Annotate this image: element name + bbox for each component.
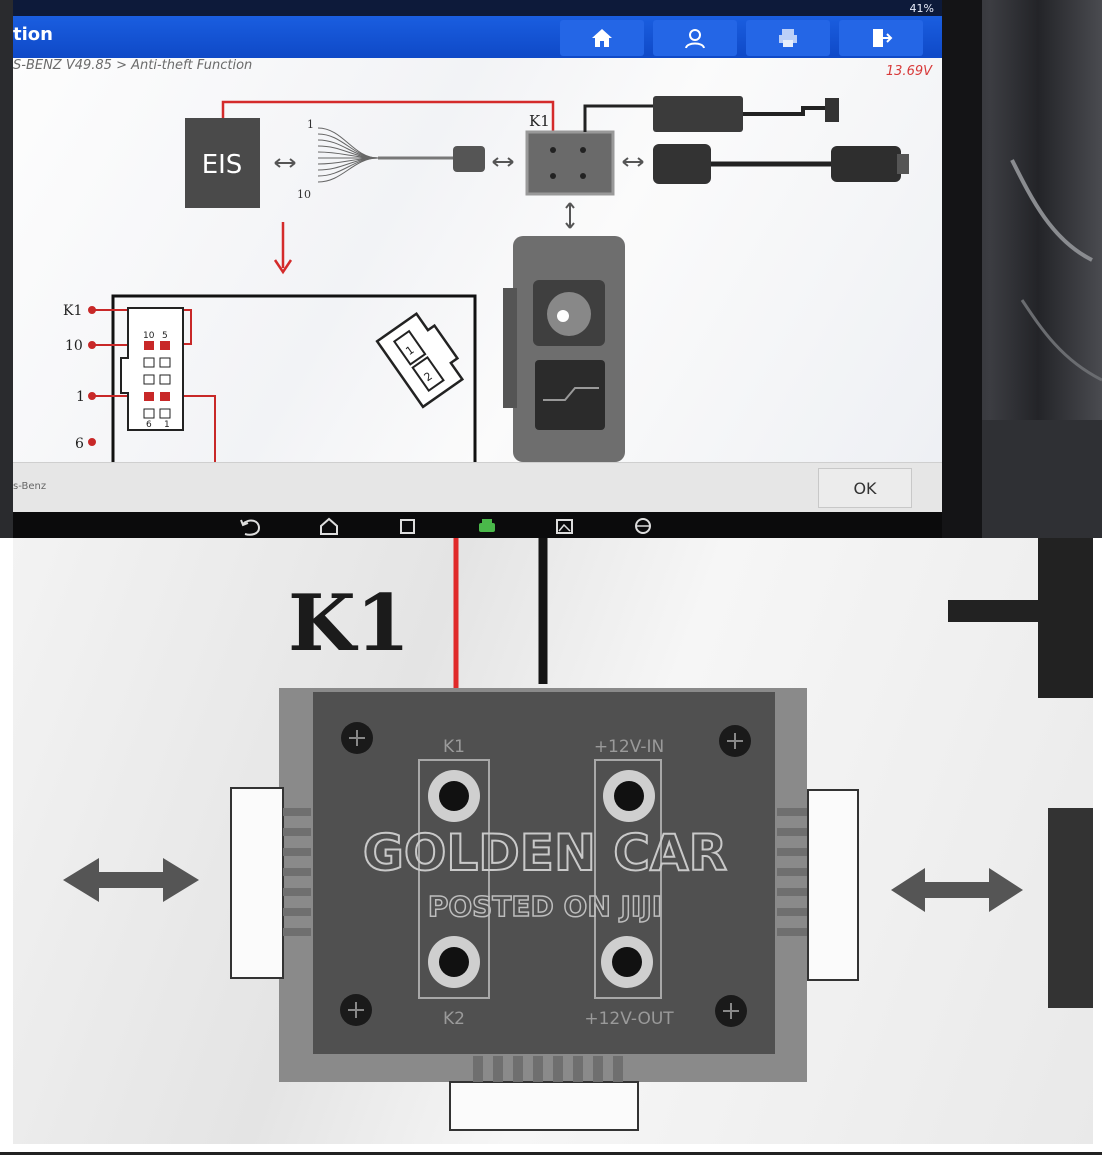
port-label-12v-out: +12V-OUT (584, 1009, 674, 1029)
left-double-arrow-icon (63, 858, 199, 902)
user-button[interactable] (653, 20, 737, 56)
cable-pin-1-label: 1 (307, 118, 314, 131)
ok-button[interactable]: OK (818, 468, 912, 508)
pin-label-10: 10 (65, 338, 83, 354)
double-arrow-icon (274, 158, 296, 168)
car-icon[interactable] (479, 519, 495, 532)
dialog-footer: s-Benz OK (13, 462, 942, 513)
red-down-arrow-icon (273, 259, 293, 275)
cable-fan (317, 127, 379, 183)
page-title: tion (13, 24, 53, 45)
android-nav-bar (13, 512, 942, 538)
eis-label: EIS (202, 150, 243, 180)
watermark-title: GOLDEN CAR (363, 824, 727, 882)
left-rail (230, 787, 284, 979)
double-arrow-icon (622, 157, 644, 167)
zoomed-k1-photo: K1 K1 +12V-IN K2 +12 (13, 538, 1093, 1144)
power-port-column (594, 759, 662, 999)
eis-module (185, 118, 260, 208)
back-icon[interactable] (240, 519, 261, 536)
home-button[interactable] (560, 20, 644, 56)
app-header: tion (13, 16, 942, 58)
plug-outline: 1 2 (375, 312, 465, 409)
pin-label-k1: K1 (63, 303, 82, 319)
pin-label-6: 6 (75, 436, 84, 452)
vertical-arrow-icon (565, 202, 575, 229)
right-rail (807, 789, 859, 981)
battery-level: 41% (909, 2, 934, 15)
diagram-panel: S-BENZ V49.85 > Anti-theft Function 13.6… (13, 58, 942, 462)
inner-pin-5: 5 (162, 331, 168, 341)
db9-connector (653, 144, 711, 184)
tablet-bezel-left (0, 0, 13, 538)
port-label-12v-in: +12V-IN (594, 737, 664, 757)
user-icon (685, 29, 705, 49)
printer-icon (779, 29, 797, 47)
cable-pin-10-label: 10 (297, 188, 311, 201)
k-port-column (418, 759, 490, 999)
k1-label: K1 (529, 112, 550, 130)
power-plug-icon (825, 98, 839, 122)
tablet-screen: 41% tion S-BENZ V49.85 > Anti-theft Func… (13, 0, 942, 538)
wiring-diagram: EIS 1 10 K1 (63, 96, 909, 462)
adapter-board (313, 692, 775, 1054)
bottom-rail (449, 1081, 639, 1131)
watermark-subtitle: POSTED ON JIJI (428, 890, 662, 923)
tablet-photo: 41% tion S-BENZ V49.85 > Anti-theft Func… (0, 0, 1102, 538)
breadcrumb: S-BENZ V49.85 > Anti-theft Function (13, 58, 253, 73)
db-connector (453, 146, 485, 172)
print-button[interactable] (746, 20, 830, 56)
banana-jack-icon (428, 770, 655, 988)
divider (0, 1152, 1102, 1155)
double-arrow-icon (492, 157, 514, 167)
port-label-k2: K2 (443, 1009, 465, 1029)
exit-icon (873, 29, 893, 47)
connector-detail-frame (111, 294, 477, 462)
status-bar: 41% (13, 0, 942, 16)
eis-connector (120, 307, 184, 431)
recent-apps-icon[interactable] (400, 519, 415, 534)
power-supply (653, 96, 743, 132)
battery-voltage: 13.69V (885, 64, 932, 79)
k1-adapter-board (525, 130, 615, 196)
home-icon (592, 29, 612, 47)
screw-icon (340, 722, 751, 1027)
car-interior-background (942, 0, 1102, 538)
home-icon[interactable] (320, 517, 338, 535)
pin-label-1: 1 (76, 389, 85, 405)
footer-brand: s-Benz (13, 481, 47, 492)
right-double-arrow-icon (891, 868, 1023, 912)
port-label-k1: K1 (443, 737, 465, 757)
screenshot-icon[interactable] (556, 519, 573, 534)
inner-pin-1: 1 (164, 420, 170, 430)
k1-title: K1 (288, 578, 410, 669)
inner-pin-6: 6 (146, 420, 152, 430)
red-wire (221, 100, 555, 136)
exit-button[interactable] (839, 20, 923, 56)
inner-pin-10: 10 (143, 331, 155, 341)
browser-icon[interactable] (635, 518, 651, 534)
usb-plug (831, 146, 901, 182)
